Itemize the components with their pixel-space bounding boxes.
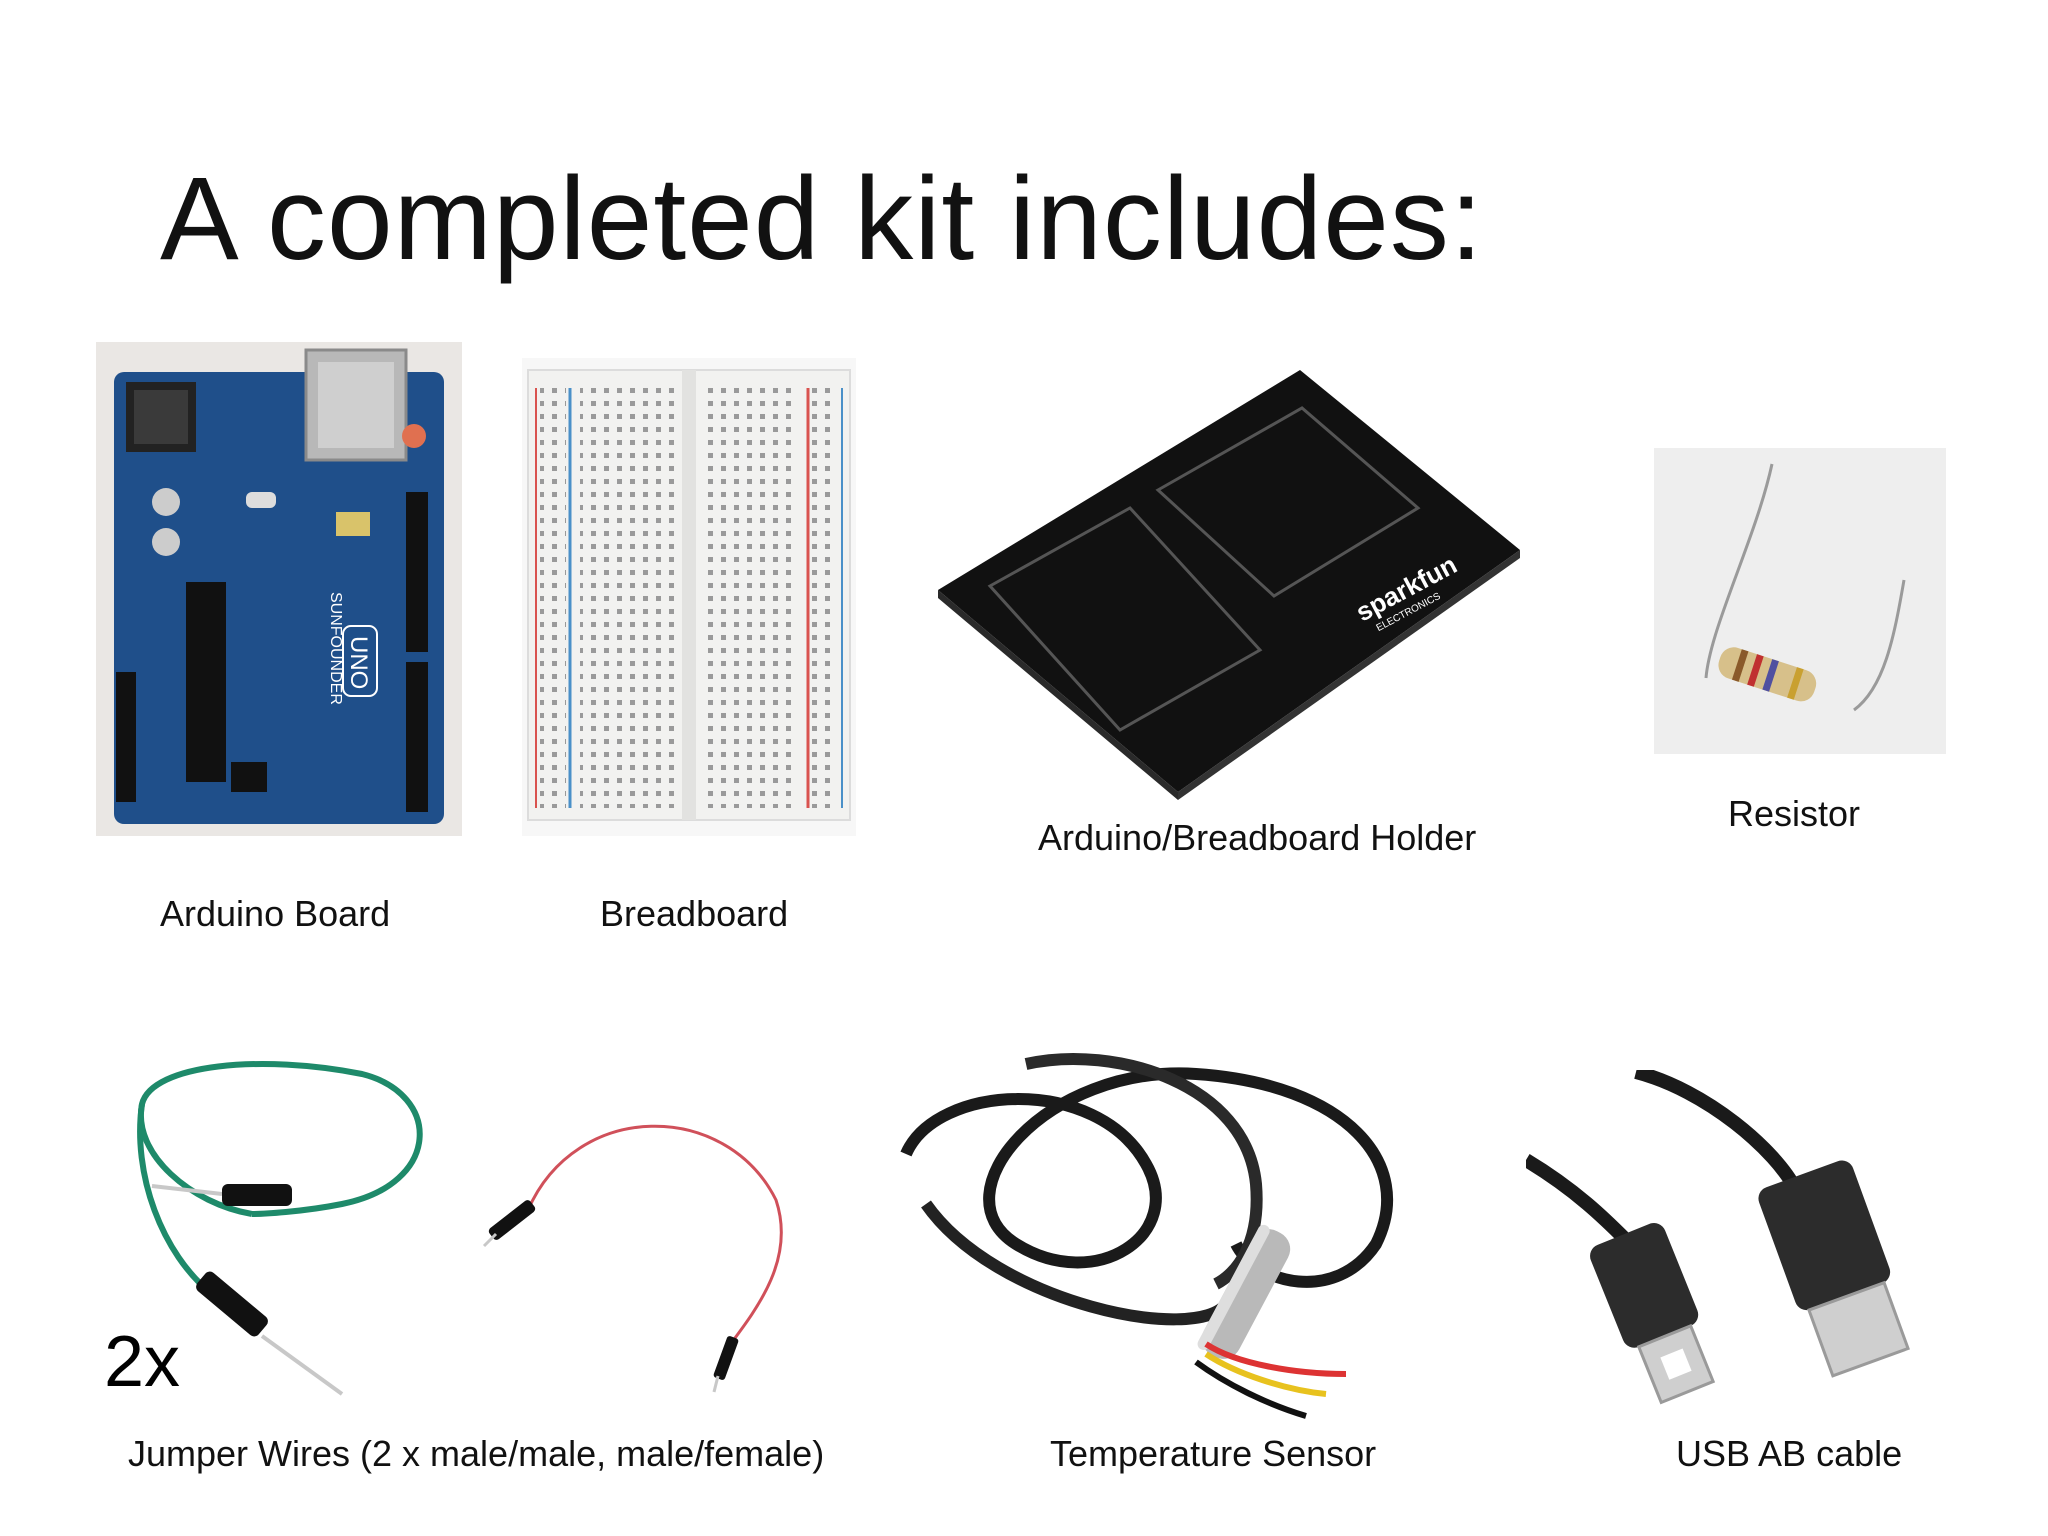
usb-cable-caption: USB AB cable bbox=[1676, 1433, 1903, 1474]
breadboard-caption: Breadboard bbox=[600, 893, 789, 934]
temperature-sensor-caption: Temperature Sensor bbox=[1050, 1433, 1377, 1474]
holder-image: sparkfun ELECTRONICS bbox=[930, 360, 1530, 810]
arduino-brand-label: SUNFOUNDER bbox=[327, 592, 344, 705]
jumper-wire-green-image bbox=[102, 1044, 442, 1404]
arduino-board-caption: Arduino Board bbox=[160, 893, 391, 934]
resistor-image bbox=[1654, 448, 1946, 754]
usb-cable-image bbox=[1526, 1070, 1946, 1410]
jumper-wire-red-image bbox=[476, 1080, 816, 1400]
jumper-quantity: 2x bbox=[104, 1322, 181, 1402]
holder-caption: Arduino/Breadboard Holder bbox=[1038, 817, 1477, 858]
temperature-sensor-image bbox=[896, 1044, 1426, 1424]
breadboard-image bbox=[522, 358, 856, 836]
slide-title: A completed kit includes: bbox=[160, 153, 1484, 285]
jumper-wires-caption: Jumper Wires (2 x male/male, male/female… bbox=[128, 1433, 825, 1474]
arduino-model-label: UNO bbox=[345, 636, 372, 689]
arduino-board-image: SUNFOUNDER UNO bbox=[96, 342, 462, 836]
resistor-caption: Resistor bbox=[1728, 793, 1861, 834]
